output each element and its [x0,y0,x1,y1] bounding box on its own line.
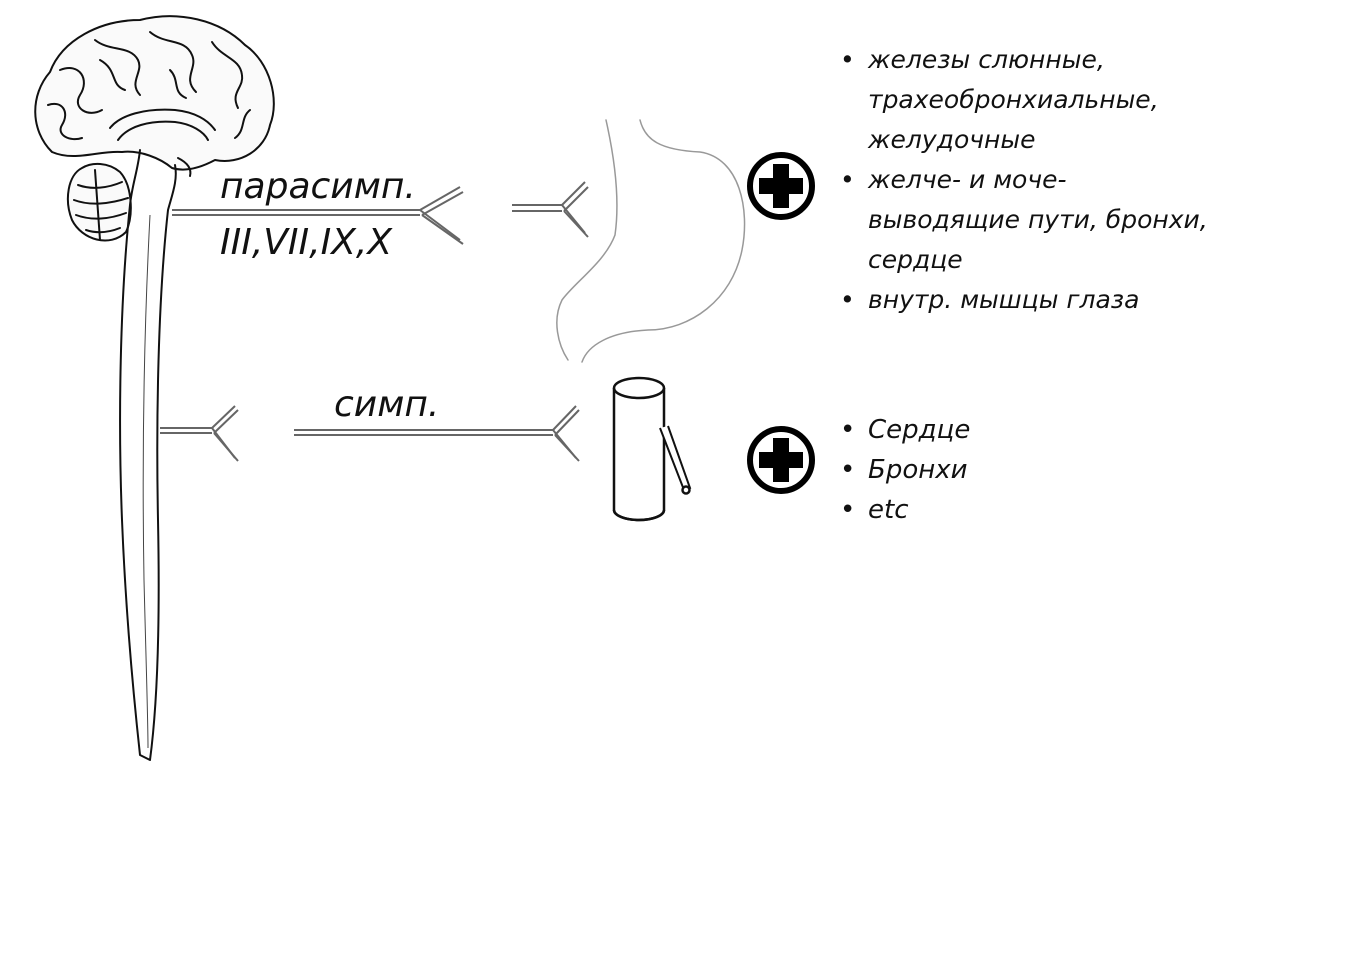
cranial-nerves-label: III,VII,IX,X [220,222,392,263]
sympathetic-effects-list: Сердце Бронхи etc [838,410,1138,530]
stomach-icon [556,119,746,363]
sympathetic-label: симп. [334,384,440,425]
parasympathetic-label: парасимп. [220,166,416,207]
spinal-canal-line [142,214,151,749]
list-item: желче- и моче- выводящие пути, бронхи, с… [838,160,1218,280]
spinal-cord-icon [119,204,169,761]
parasympathetic-preganglionic-fiber [172,186,464,245]
parasympathetic-effects-list: железы слюнные, трахеобронхиальные, желу… [838,40,1218,320]
list-item: внутр. мышцы глаза [838,280,1218,320]
list-item: Сердце [838,410,1138,450]
brain-icon [34,15,275,242]
list-item: etc [838,490,1138,530]
list-item: железы слюнные, трахеобронхиальные, желу… [838,40,1218,160]
sympathetic-preganglionic-fiber [160,405,239,462]
sympathetic-plus-circle-icon [747,426,815,494]
blood-vessel-icon [612,376,692,522]
parasympathetic-plus-circle-icon [747,152,815,220]
list-item: Бронхи [838,450,1138,490]
parasympathetic-postganglionic-fiber [512,181,589,238]
sympathetic-postganglionic-fiber [294,405,580,462]
